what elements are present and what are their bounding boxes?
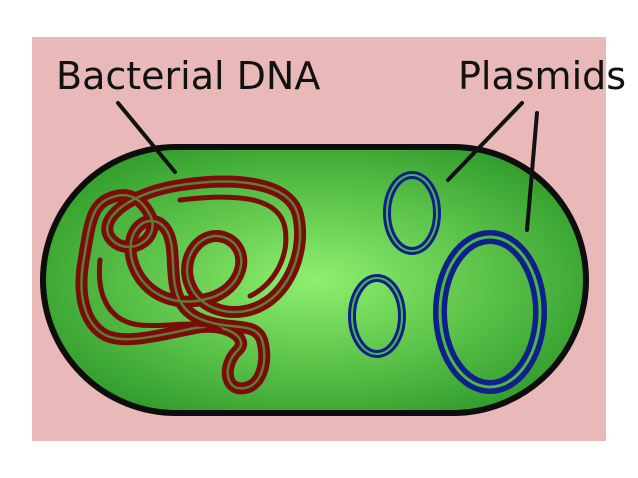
plasmid-large: [433, 230, 547, 394]
bacterial-dna-label: Bacterial DNA: [56, 54, 320, 98]
bacterial-dna-strand: [75, 175, 307, 395]
plasmids-leader-line-2: [525, 111, 539, 232]
plasmid-small-bottom: [348, 274, 406, 358]
plasmids-leader-line-1: [446, 101, 524, 182]
plasmids-label: Plasmids: [458, 54, 626, 98]
plasmid-small-top: [383, 171, 441, 255]
bacterial-cell: [40, 144, 589, 416]
bacterial-dna-leader-line: [116, 101, 177, 174]
